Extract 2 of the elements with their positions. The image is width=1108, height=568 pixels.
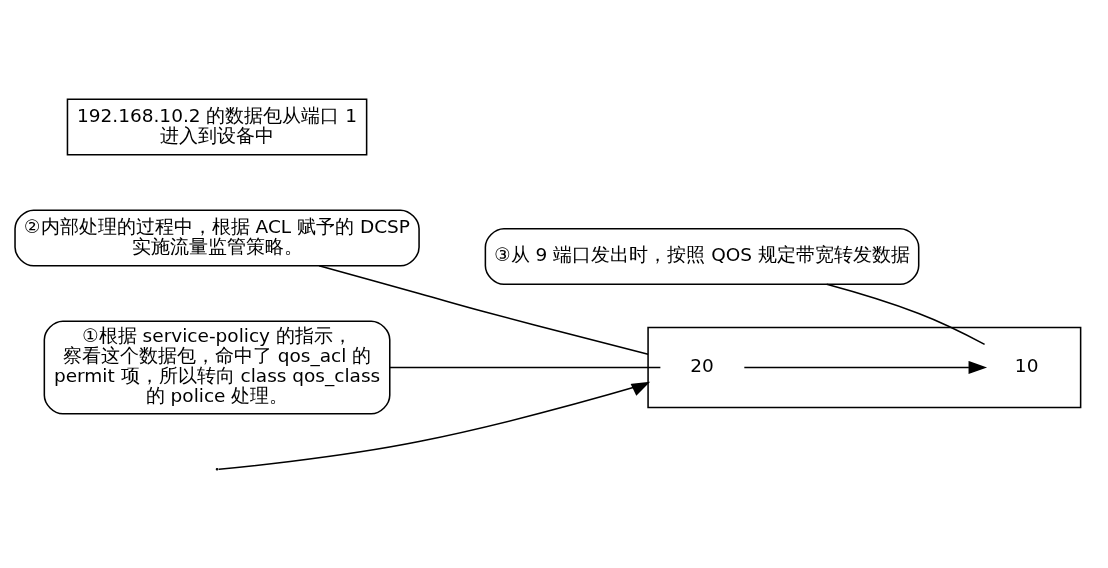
node-text: 10 (1014, 354, 1039, 376)
node-text: 20 (690, 354, 714, 376)
